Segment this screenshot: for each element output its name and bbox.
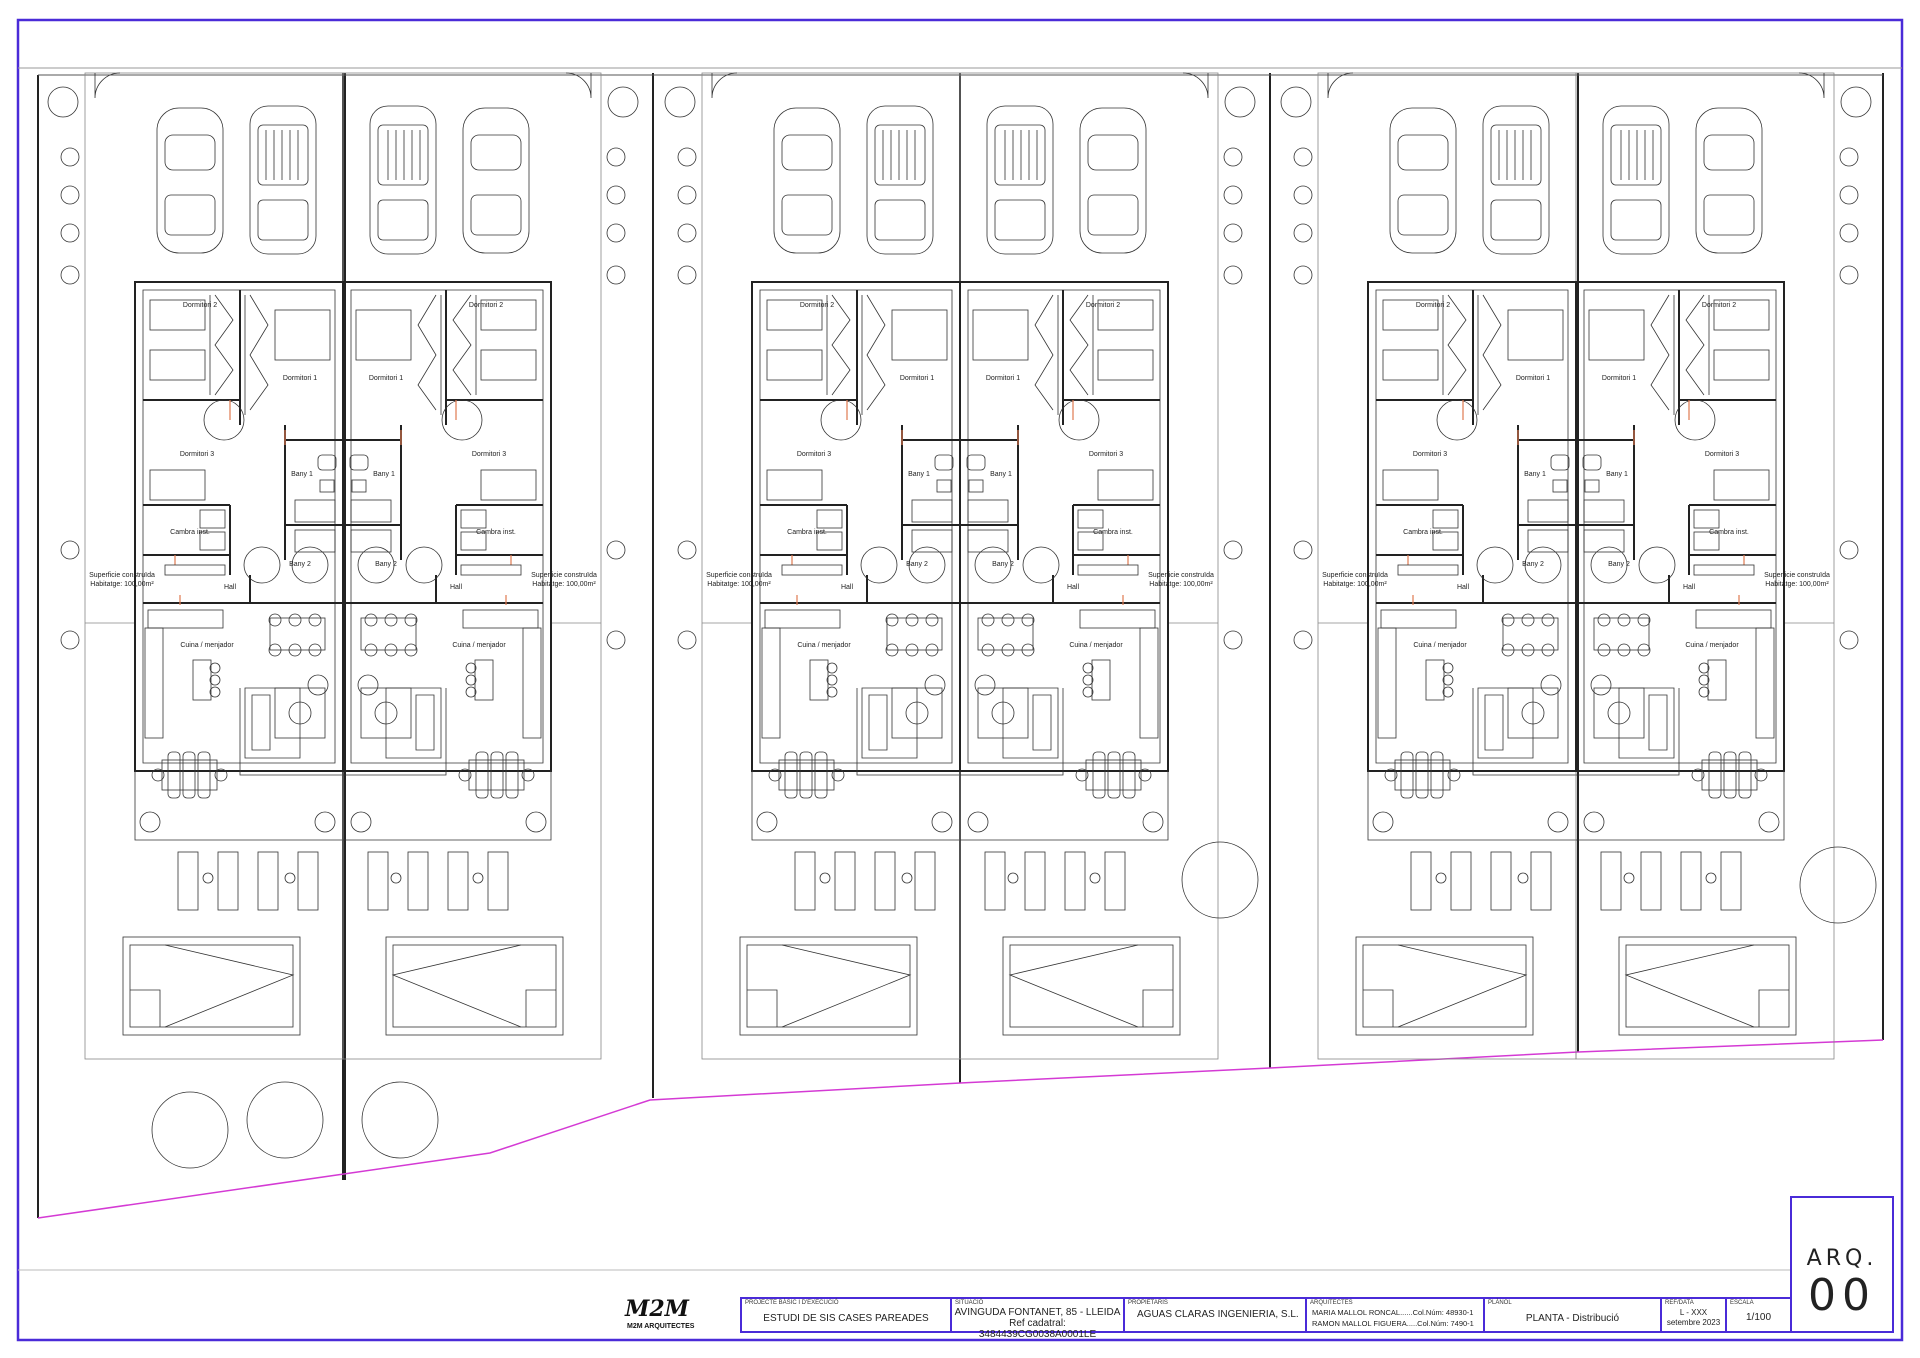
room-label-dormitori-3: Dormitori 3 — [1413, 451, 1447, 458]
room-label-bany-1: Bany 1 — [291, 471, 313, 478]
site-boundary — [37, 1039, 1884, 1219]
room-label-cambra: Cambra inst. — [476, 529, 516, 536]
room-label-bany-2: Bany 2 — [1608, 561, 1630, 568]
location-caption: SITUACIÓ — [955, 1300, 984, 1306]
room-label-hall: Hall — [450, 584, 463, 591]
architect-1: MARIA MALLOL RONCAL......Col.Núm: 48930-… — [1312, 1308, 1474, 1317]
room-label-hall: Hall — [224, 584, 237, 591]
room-label-cuina: Cuina / menjador — [1685, 642, 1739, 649]
sheet-prefix: ARQ. — [1806, 1246, 1878, 1271]
sheet-frame — [16, 18, 1904, 1342]
architect-2: RAMON MALLOL FIGUERA.....Col.Núm: 7490-1 — [1312, 1319, 1474, 1328]
surface-label: Superficie construïda — [1764, 572, 1830, 579]
room-label-dormitori-3: Dormitori 3 — [1089, 451, 1123, 458]
surface-label: Superficie construïda — [531, 572, 597, 579]
room-label-dormitori-1: Dormitori 1 — [1516, 375, 1550, 382]
owners-cell: PROPIETARIS AGUAS CLARAS INGENIERIA, S.L… — [1123, 1297, 1307, 1333]
scale-caption: ESCALA — [1730, 1300, 1754, 1306]
room-label-hall: Hall — [1457, 584, 1470, 591]
owners-caption: PROPIETARIS — [1128, 1300, 1168, 1306]
trees — [151, 841, 1877, 1169]
room-label-hall: Hall — [841, 584, 854, 591]
room-label-cuina: Cuina / menjador — [1069, 642, 1123, 649]
room-label-dormitori-2: Dormitori 2 — [183, 302, 217, 309]
surface-value: Habitatge: 100,00m² — [1323, 581, 1387, 588]
surface-label: Superficie construïda — [706, 572, 772, 579]
room-label-dormitori-2: Dormitori 2 — [1086, 302, 1120, 309]
room-label-dormitori-2: Dormitori 2 — [1702, 302, 1736, 309]
logo-text: M2M ARQUITECTES — [627, 1323, 695, 1330]
room-label-cuina: Cuina / menjador — [180, 642, 234, 649]
surface-label: Superficie construïda — [1322, 572, 1388, 579]
room-label-bany-1: Bany 1 — [373, 471, 395, 478]
room-label-dormitori-3: Dormitori 3 — [472, 451, 506, 458]
surface-value: Habitatge: 100,00m² — [707, 581, 771, 588]
room-label-dormitori-1: Dormitori 1 — [1602, 375, 1636, 382]
surface-label: Superficie construïda — [89, 572, 155, 579]
room-label-cambra: Cambra inst. — [1093, 529, 1133, 536]
ref-code: L - XXX — [1679, 1308, 1708, 1317]
project-cell: PROJECTE BÀSIC I D'EXECUCIÓ ESTUDI DE SI… — [740, 1297, 952, 1333]
ref-cell: REF/DATA L - XXX setembre 2023 — [1660, 1297, 1727, 1333]
surface-value: Habitatge: 100,00m² — [1149, 581, 1213, 588]
room-label-bany-2: Bany 2 — [1522, 561, 1544, 568]
scale-cell: ESCALA 1/100 — [1725, 1297, 1792, 1333]
sheet-number: 00 — [1808, 1270, 1876, 1321]
surface-value: Habitatge: 100,00m² — [532, 581, 596, 588]
owners-name: AGUAS CLARAS INGENIERIA, S.L. — [1137, 1309, 1299, 1320]
location-address: AVINGUDA FONTANET, 85 - LLEIDA — [954, 1307, 1121, 1318]
room-label-cuina: Cuina / menjador — [452, 642, 506, 649]
room-labels: Dormitori 2 Dormitori 1 Dormitori 3 Bany 1 C… — [89, 302, 1830, 649]
room-label-bany-2: Bany 2 — [375, 561, 397, 568]
architects-cell: ARQUITECTES MARIA MALLOL RONCAL......Col… — [1305, 1297, 1485, 1333]
cadastral-ref: Ref cadatral: 3484439CG0038A0001LE — [978, 1318, 1097, 1340]
plan-cell: PLÀNOL PLANTA - Distribució — [1483, 1297, 1662, 1333]
surface-label: Superficie construïda — [1148, 572, 1214, 579]
room-label-hall: Hall — [1067, 584, 1080, 591]
room-label-cuina: Cuina / menjador — [1413, 642, 1467, 649]
date: setembre 2023 — [1666, 1318, 1721, 1327]
ref-caption: REF/DATA — [1665, 1300, 1694, 1306]
project-name: ESTUDI DE SIS CASES PAREADES — [763, 1313, 929, 1324]
room-label-dormitori-1: Dormitori 1 — [283, 375, 317, 382]
room-label-dormitori-2: Dormitori 2 — [800, 302, 834, 309]
plan-name: PLANTA - Distribució — [1525, 1313, 1620, 1324]
room-label-cambra: Cambra inst. — [1709, 529, 1749, 536]
room-label-bany-1: Bany 1 — [990, 471, 1012, 478]
surface-value: Habitatge: 100,00m² — [90, 581, 154, 588]
room-label-cambra: Cambra inst. — [787, 529, 827, 536]
room-label-bany-2: Bany 2 — [906, 561, 928, 568]
room-label-cambra: Cambra inst. — [1403, 529, 1443, 536]
sheet-number-cell: ARQ. 00 — [1790, 1196, 1894, 1333]
room-label-cambra: Cambra inst. — [170, 529, 210, 536]
room-label-dormitori-2: Dormitori 2 — [1416, 302, 1450, 309]
logo-mark: M2M — [625, 1296, 690, 1322]
room-label-dormitori-1: Dormitori 1 — [900, 375, 934, 382]
room-label-bany-2: Bany 2 — [289, 561, 311, 568]
room-label-bany-2: Bany 2 — [992, 561, 1014, 568]
architects-caption: ARQUITECTES — [1310, 1300, 1353, 1306]
surface-value: Habitatge: 100,00m² — [1765, 581, 1829, 588]
plan-caption: PLÀNOL — [1488, 1300, 1512, 1306]
scale-value: 1/100 — [1745, 1312, 1772, 1323]
room-label-dormitori-3: Dormitori 3 — [180, 451, 214, 458]
room-label-dormitori-3: Dormitori 3 — [1705, 451, 1739, 458]
room-label-bany-1: Bany 1 — [1606, 471, 1628, 478]
project-caption: PROJECTE BÀSIC I D'EXECUCIÓ — [745, 1300, 839, 1306]
location-cell: SITUACIÓ AVINGUDA FONTANET, 85 - LLEIDA … — [950, 1297, 1125, 1340]
room-label-bany-1: Bany 1 — [1524, 471, 1546, 478]
logo: M2M M2M ARQUITECTES — [625, 1296, 737, 1334]
room-label-bany-1: Bany 1 — [908, 471, 930, 478]
room-label-dormitori-2: Dormitori 2 — [469, 302, 503, 309]
room-label-dormitori-3: Dormitori 3 — [797, 451, 831, 458]
room-label-dormitori-1: Dormitori 1 — [369, 375, 403, 382]
room-label-cuina: Cuina / menjador — [797, 642, 851, 649]
room-label-dormitori-1: Dormitori 1 — [986, 375, 1020, 382]
room-label-hall: Hall — [1683, 584, 1696, 591]
